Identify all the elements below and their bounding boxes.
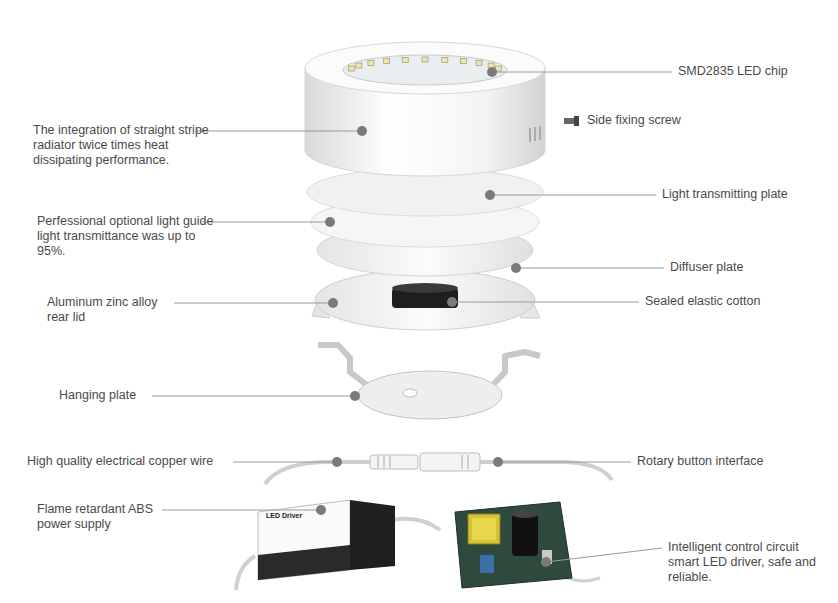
led-chip	[368, 61, 374, 66]
part-label: High quality electrical copper wire	[27, 454, 237, 469]
hanging-plate	[318, 345, 368, 386]
callout-dot	[328, 298, 338, 308]
leader-line	[152, 396, 355, 397]
part-label: SMD2835 LED chip	[678, 64, 828, 79]
callout-dot	[325, 217, 335, 227]
circuit-board	[480, 555, 494, 573]
callout-dot	[485, 190, 495, 200]
callout-dot	[350, 391, 360, 401]
leader-line	[516, 268, 664, 269]
hanging-plate	[492, 352, 540, 386]
leader-line	[490, 195, 656, 196]
copper-wire	[390, 456, 391, 468]
led-chip	[356, 63, 362, 68]
leader-line	[498, 462, 631, 463]
vent-slot	[529, 128, 531, 142]
circuit-board	[472, 518, 496, 540]
led-chip	[442, 57, 448, 62]
callout-dot	[541, 557, 551, 567]
circuit-board	[512, 510, 538, 518]
part-label: Flame retardant ABS power supply	[37, 502, 159, 532]
led-chip	[348, 57, 501, 71]
leader-line	[546, 548, 662, 562]
copper-wire	[378, 456, 379, 468]
led-chip	[384, 59, 390, 64]
part-label: Intelligent control circuit smart LED dr…	[668, 540, 830, 585]
heatsink-ring	[305, 42, 545, 94]
connector	[370, 455, 418, 469]
part-label: Diffuser plate	[670, 260, 820, 275]
part-label: Light transmitting plate	[662, 187, 822, 202]
leader-line	[202, 222, 330, 223]
leader-line	[152, 72, 672, 562]
rear-lid	[312, 270, 540, 330]
copper-wire	[265, 462, 372, 484]
callout-dot	[493, 457, 503, 467]
leader-line	[174, 303, 333, 304]
part-label: Perfessional optional light guide light …	[37, 214, 223, 259]
led-chip	[348, 66, 354, 71]
vent-slot	[534, 127, 536, 141]
copper-wire	[265, 453, 612, 484]
copper-wire	[384, 456, 385, 468]
driver-box	[350, 500, 395, 570]
part-label: Aluminum zinc alloy rear lid	[47, 295, 182, 325]
led-chip	[460, 59, 466, 64]
hanging-plate	[318, 345, 540, 419]
circuit-board	[512, 514, 538, 556]
part-label: Side fixing screw	[587, 113, 727, 128]
circuit-board	[468, 514, 500, 544]
leader-line	[195, 131, 362, 132]
heatsink-ring	[343, 55, 507, 85]
connector	[420, 453, 480, 471]
led-chip	[422, 57, 428, 62]
callout-dot	[316, 505, 326, 515]
part-label: The integration of straight stripe radia…	[33, 123, 215, 168]
elastic-cotton	[392, 283, 458, 293]
callout-dot	[447, 297, 457, 307]
driver-box	[392, 519, 440, 530]
leader-line	[233, 462, 337, 463]
led-chip	[402, 57, 408, 62]
leader-line	[452, 302, 639, 303]
callout-dot	[511, 263, 521, 273]
hanging-plate	[358, 371, 502, 419]
driver-box	[236, 556, 255, 590]
heatsink-ring	[305, 42, 545, 176]
part-label: Sealed elastic cotton	[645, 294, 815, 309]
screw-icon	[564, 116, 579, 126]
driver-box	[258, 500, 350, 580]
callout-dot	[357, 126, 367, 136]
hanging-plate	[403, 389, 417, 397]
leader-line	[492, 72, 672, 73]
screw-icon	[564, 118, 574, 124]
screw-icon	[574, 116, 579, 126]
vent-slot	[539, 126, 541, 140]
circuit-board	[455, 502, 572, 588]
callout-dot	[332, 457, 342, 467]
part-label: Rotary button interface	[637, 454, 817, 469]
callout-dot	[316, 67, 551, 567]
driver-box	[258, 545, 350, 580]
rear-lid	[315, 270, 535, 330]
copper-wire	[468, 455, 469, 469]
product-print: LED Driver	[266, 512, 326, 520]
driver-box	[236, 500, 440, 590]
leader-line	[162, 510, 321, 511]
copper-wire	[462, 455, 463, 469]
circuit-board	[455, 502, 600, 588]
part-label: Hanging plate	[59, 388, 179, 403]
callout-dot	[487, 67, 497, 77]
led-chip	[476, 61, 482, 66]
